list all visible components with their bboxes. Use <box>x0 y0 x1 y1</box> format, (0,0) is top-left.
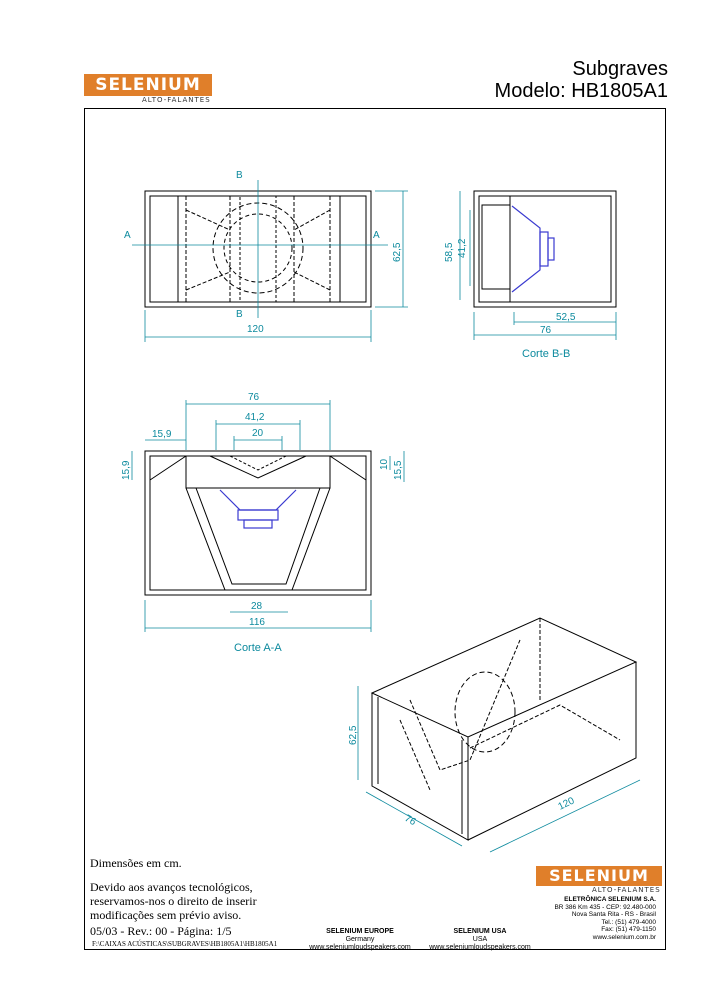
drawing-frame <box>84 108 666 950</box>
section-dim-41-2: 41,2 <box>245 412 265 423</box>
side-inner-depth-dim: 52,5 <box>556 312 576 323</box>
revision-note: 05/03 - Rev.: 00 - Página: 1/5 <box>90 924 232 938</box>
marker-a-right: A <box>373 230 380 241</box>
side-h2-dim: 41,2 <box>457 238 468 258</box>
usa-name: SELENIUM USA <box>453 928 507 935</box>
section-dim-15-9-top: 15,9 <box>152 429 172 440</box>
usa-country: USA <box>472 936 488 943</box>
company-name: ELETRÔNICA SELENIUM S.A. <box>564 896 656 903</box>
company-info: ELETRÔNICA SELENIUM S.A. BR 386 Km 435 -… <box>506 896 656 941</box>
label-corte-b-b: Corte B-B <box>522 348 571 360</box>
side-h1-dim: 58,5 <box>444 242 455 262</box>
section-dim-116: 116 <box>249 617 265 628</box>
company-address: BR 386 Km 435 - CEP: 92.480-000 <box>554 903 656 911</box>
front-view-dimensions <box>132 180 408 342</box>
europe-name: SELENIUM EUROPE <box>326 928 394 935</box>
disclaimer-line-3: modificações sem prévio aviso. <box>90 908 242 922</box>
section-dim-15-5: 15,5 <box>393 460 404 480</box>
section-dim-20: 20 <box>252 428 264 439</box>
disclaimer-line-2: reservamos-nos o direito de inserir <box>90 894 257 908</box>
logo-tagline-bottom: ALTO-FALANTES <box>592 886 661 894</box>
iso-view <box>370 617 638 841</box>
section-dim-76: 76 <box>248 392 260 403</box>
iso-height-dim: 62,5 <box>348 725 359 745</box>
units-note: Dimensões em cm. <box>90 856 182 870</box>
model-title: Modelo: HB1805A1 <box>494 80 668 102</box>
section-driver <box>219 489 297 529</box>
front-width-dim: 120 <box>247 324 264 335</box>
section-dim-10: 10 <box>379 458 390 470</box>
usa-site[interactable]: www.seleniumloudspeakers.com <box>429 944 531 951</box>
section-dimensions <box>131 400 405 632</box>
front-height-dim: 62,5 <box>392 242 403 262</box>
selenium-logo-bottom: SELENIUM <box>536 866 662 886</box>
section-dim-15-9-side: 15,9 <box>121 460 132 480</box>
side-view <box>473 190 617 308</box>
logo-tagline-top: ALTO-FALANTES <box>142 96 211 104</box>
side-driver <box>511 205 555 293</box>
iso-dimensions <box>357 686 641 853</box>
side-view-dimensions <box>459 191 617 340</box>
marker-b-bottom: B <box>236 309 243 320</box>
page-title: Subgraves <box>572 58 668 80</box>
footer-usa: SELENIUM USA USA www.seleniumloudspeaker… <box>420 928 540 952</box>
footer-europe: SELENIUM EUROPE Germany www.seleniumloud… <box>300 928 420 952</box>
europe-site[interactable]: www.seleniumloudspeakers.com <box>309 944 411 951</box>
section-view <box>144 450 372 596</box>
selenium-logo-top: SELENIUM <box>84 74 212 96</box>
file-path: F:\CAIXAS ACÚSTICAS\SUBGRAVES\HB1805A1\H… <box>92 940 278 948</box>
section-dim-28: 28 <box>251 601 263 612</box>
marker-b-top: B <box>236 170 243 181</box>
company-tel: Tel.: (51) 479-4000 <box>601 918 656 926</box>
iso-width-dim: 120 <box>556 795 576 812</box>
company-site[interactable]: www.selenium.com.br <box>592 933 656 941</box>
disclaimer-line-1: Devido aos avanços tecnológicos, <box>90 880 253 894</box>
label-corte-a-a: Corte A-A <box>234 642 282 654</box>
company-city: Nova Santa Rita - RS - Brasil <box>571 911 656 918</box>
marker-a-left: A <box>124 230 131 241</box>
europe-country: Germany <box>345 936 375 943</box>
company-fax: Fax: (51) 479-1150 <box>601 926 656 933</box>
side-depth-dim: 76 <box>540 325 552 336</box>
iso-depth-dim: 76 <box>403 813 419 828</box>
